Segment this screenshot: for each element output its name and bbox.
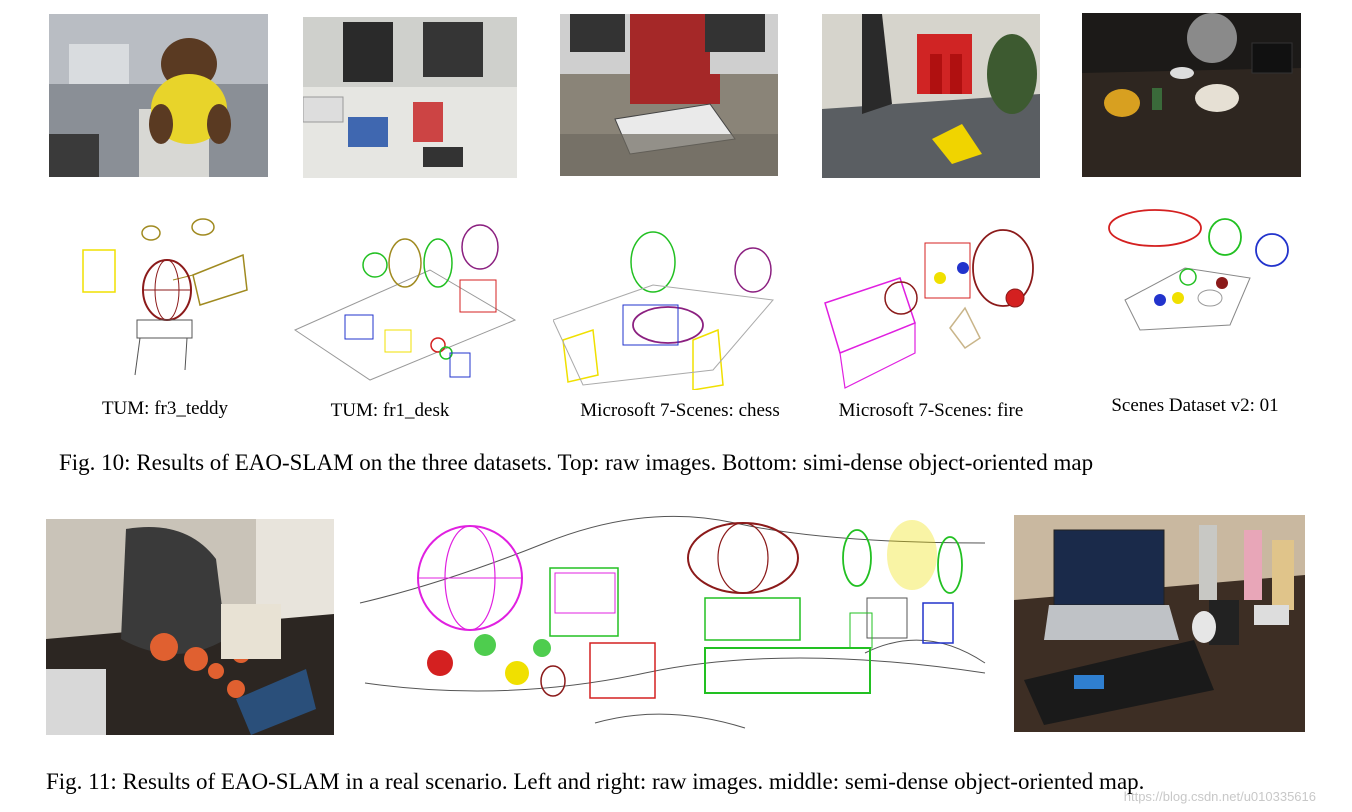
object-map-real-scenario xyxy=(345,503,1000,748)
label-fr1-desk: TUM: fr1_desk xyxy=(330,400,450,421)
object-map-fr3-teddy xyxy=(75,205,255,380)
raw-image-fr1-desk xyxy=(303,17,517,178)
object-map-chess xyxy=(553,230,781,390)
raw-image-real-left xyxy=(46,519,334,735)
object-map-scenes-01 xyxy=(1100,200,1310,340)
fig11-caption: Fig. 11: Results of EAO-SLAM in a real s… xyxy=(46,769,1145,794)
raw-image-fire xyxy=(822,14,1040,178)
object-map-fr1-desk xyxy=(290,215,520,390)
label-chess: Microsoft 7-Scenes: chess xyxy=(580,400,780,421)
object-map-fire xyxy=(815,218,1050,393)
raw-image-scenes-01 xyxy=(1082,13,1301,177)
label-fr3-teddy: TUM: fr3_teddy xyxy=(101,398,229,419)
label-scenes-01: Scenes Dataset v2: 01 xyxy=(1111,395,1279,416)
watermark: https://blog.csdn.net/u010335616 xyxy=(1123,789,1316,804)
raw-image-real-right xyxy=(1014,515,1305,732)
raw-image-fr3-teddy xyxy=(49,14,268,177)
label-fire: Microsoft 7-Scenes: fire xyxy=(838,400,1024,421)
fig10-caption: Fig. 10: Results of EAO-SLAM on the thre… xyxy=(59,450,1094,475)
raw-image-chess xyxy=(560,14,778,176)
